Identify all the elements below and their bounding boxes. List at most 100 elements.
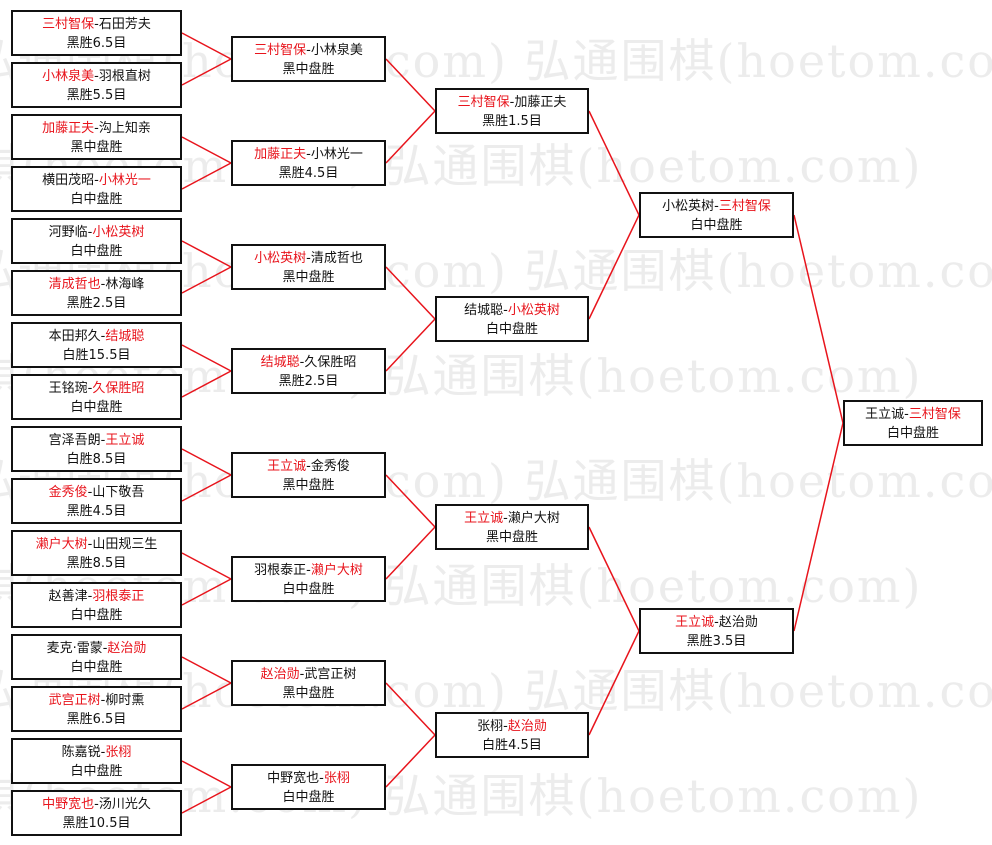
match-players: 王立诚-赵治勋 [641,613,792,632]
match-players: 武宫正树-柳时熏 [13,691,180,710]
player-name: 濑户大树 [35,537,88,552]
connector-line [181,552,232,580]
connector-line [181,474,232,502]
player-name: 小松英树 [507,303,560,318]
match-result: 黑胜2.5目 [66,296,127,311]
separator: - [94,173,99,188]
player-name: 结城聪 [464,303,504,318]
connector-line [181,786,232,814]
player-name: 王铭琬 [48,381,88,396]
connector-line [588,110,640,216]
match-box: 加藤正夫-沟上知亲黑中盘胜 [11,114,182,160]
connector-line [385,110,436,164]
match-players: 王铭琬-久保胜昭 [13,379,180,398]
connector-line [385,682,436,736]
match-box: 金秀俊-山下敬吾黑胜4.5目 [11,478,182,524]
match-players: 王立诚-金秀俊 [233,457,384,476]
match-box: 张栩-赵治勋白胜4.5目 [435,712,589,758]
player-name: 濑户大树 [310,563,363,578]
match-result: 黑中盘胜 [282,62,335,77]
separator: - [94,797,99,812]
connector-line [181,448,232,476]
separator: - [714,615,719,630]
match-box: 加藤正夫-小林光一黑胜4.5目 [231,140,386,186]
player-name: 石田芳夫 [98,17,151,32]
match-players: 王立诚-濑户大树 [437,509,587,528]
match-players: 小松英树-三村智保 [641,197,792,216]
match-result: 黑胜5.5目 [66,88,127,103]
match-result: 黑中盘胜 [485,530,538,545]
match-box: 王立诚-濑户大树黑中盘胜 [435,504,589,550]
match-box: 结城聪-小松英树白中盘胜 [435,296,589,342]
player-name: 羽根泰正 [254,563,307,578]
match-box: 王立诚-赵治勋黑胜3.5目 [639,608,794,654]
match-box: 中野宽也-汤川光久黑胜10.5目 [11,790,182,836]
match-result: 白中盘胜 [70,192,123,207]
player-name: 结城聪 [260,355,300,370]
match-box: 小林泉美-羽根直树黑胜5.5目 [11,62,182,108]
player-name: 久保胜昭 [304,355,357,370]
separator: - [94,69,99,84]
match-players: 金秀俊-山下敬吾 [13,483,180,502]
match-box: 赵治勋-武宫正树黑中盘胜 [231,660,386,706]
player-name: 陈嘉锐 [61,745,101,760]
match-players: 河野临-小松英树 [13,223,180,242]
match-result: 黑中盘胜 [70,140,123,155]
separator: - [102,641,108,656]
connector-line [385,266,436,320]
match-box: 三村智保-石田芳夫黑胜6.5目 [11,10,182,56]
connector-line [181,682,232,710]
separator: - [100,693,106,708]
connector-line [588,630,640,736]
connector-line [181,344,232,372]
player-name: 清成哲也 [310,251,363,266]
connector-line [385,474,436,528]
match-players: 加藤正夫-小林光一 [233,145,384,164]
player-name: 赵治勋 [107,641,147,656]
match-players: 清成哲也-林海峰 [13,275,180,294]
match-result: 白中盘胜 [282,790,335,805]
separator: - [100,277,106,292]
player-name: 三村智保 [718,199,771,214]
player-name: 武宫正树 [48,693,101,708]
separator: - [904,407,909,422]
player-name: 本田邦久 [48,329,101,344]
player-name: 三村智保 [457,95,510,110]
match-result: 黑中盘胜 [282,270,335,285]
separator: - [306,459,311,474]
separator: - [714,199,719,214]
connector-line [181,656,232,684]
match-box: 三村智保-小林泉美黑中盘胜 [231,36,386,82]
player-name: 宫泽吾朗 [48,433,101,448]
player-name: 中野宽也 [267,771,320,786]
connector-line [588,214,640,320]
player-name: 林海峰 [105,277,145,292]
match-result: 黑胜6.5目 [66,712,127,727]
player-name: 久保胜昭 [92,381,145,396]
separator: - [100,745,106,760]
match-box: 三村智保-加藤正夫黑胜1.5目 [435,88,589,134]
match-result: 白胜4.5目 [482,738,542,753]
match-box: 王立诚-三村智保白中盘胜 [843,400,983,446]
separator: - [503,303,508,318]
player-name: 沟上知亲 [98,121,151,136]
player-name: 小林泉美 [310,43,363,58]
match-result: 白胜8.5目 [66,452,127,467]
match-result: 白中盘胜 [485,322,538,337]
match-players: 三村智保-加藤正夫 [437,93,587,112]
player-name: 山下敬吾 [92,485,145,500]
player-name: 清成哲也 [48,277,101,292]
connector-line [793,214,844,424]
match-result: 黑胜10.5目 [62,816,131,831]
player-name: 中野宽也 [42,797,95,812]
player-name: 张栩 [323,771,350,786]
match-result: 白中盘胜 [70,764,123,779]
match-box: 濑户大树-山田规三生黑胜8.5目 [11,530,182,576]
match-box: 王立诚-金秀俊黑中盘胜 [231,452,386,498]
match-result: 黑胜2.5目 [278,374,339,389]
match-result: 黑胜6.5目 [66,36,127,51]
match-result: 白中盘胜 [282,582,335,597]
separator: - [87,485,93,500]
match-players: 结城聪-小松英树 [437,301,587,320]
player-name: 赵治勋 [718,615,758,630]
